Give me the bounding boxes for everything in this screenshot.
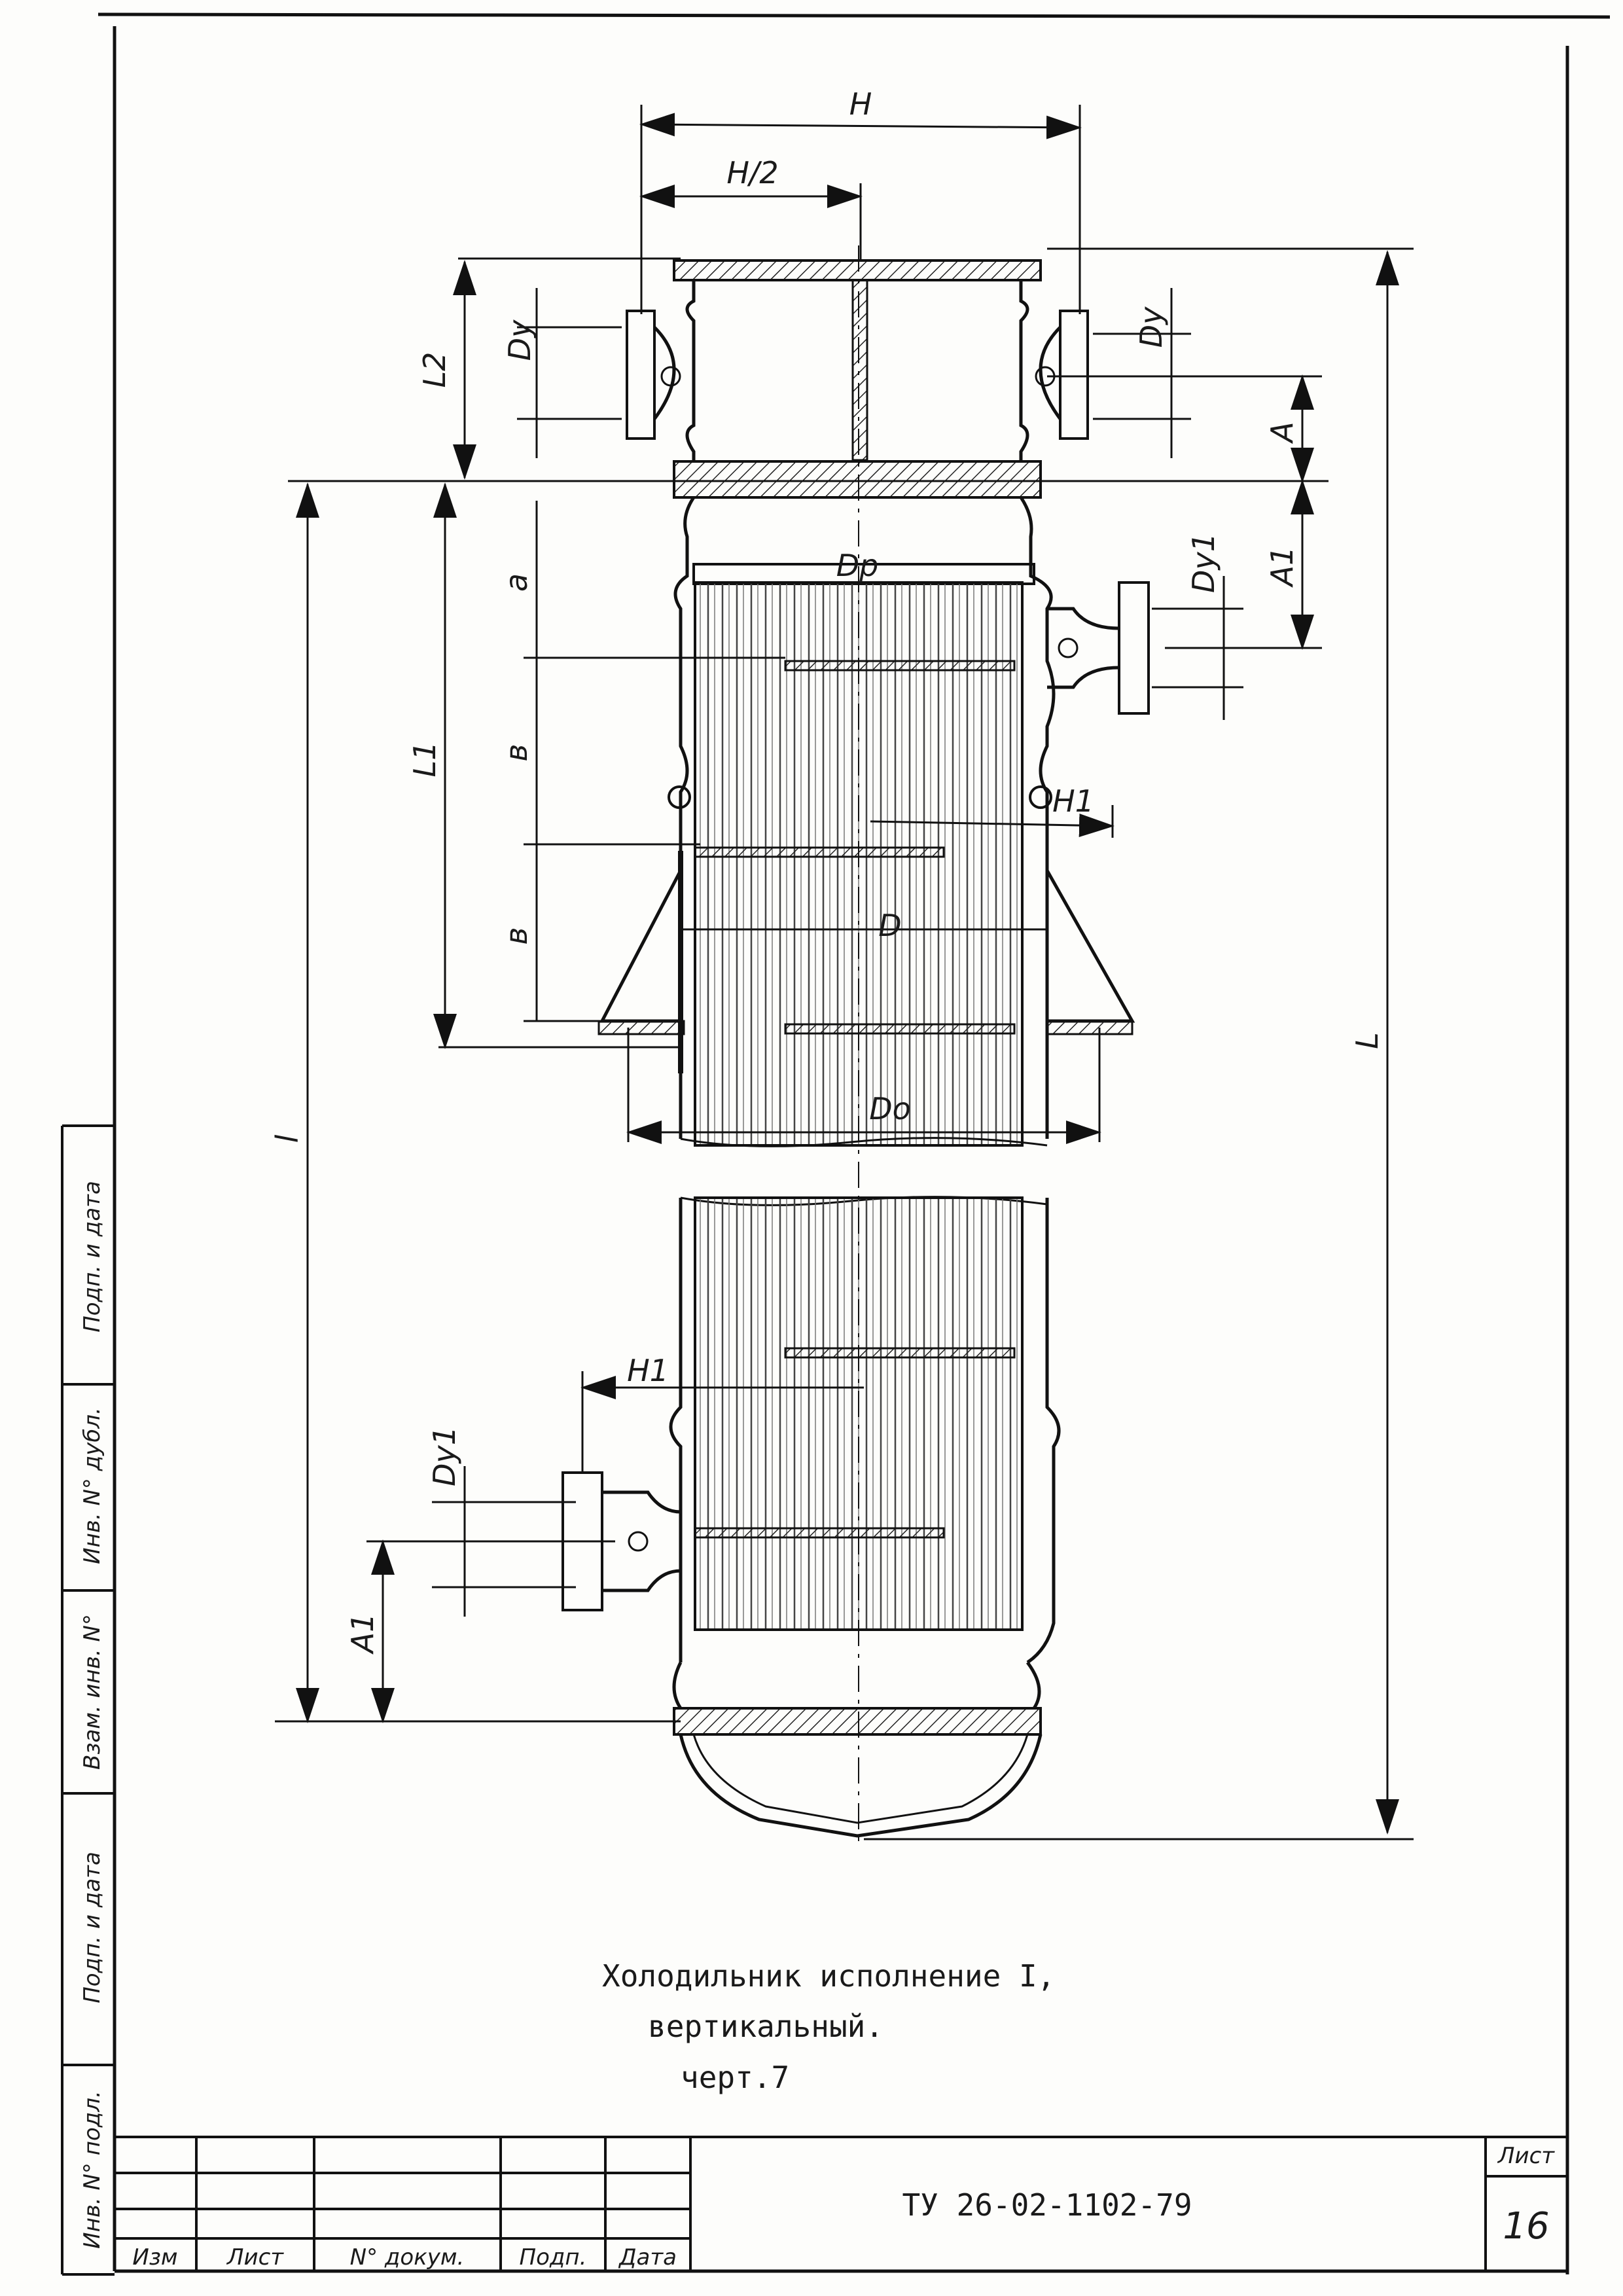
top-tube-sheet <box>673 460 1042 499</box>
dimension-lines <box>275 105 1414 1846</box>
tb-col-sign: Подп. <box>520 2244 587 2270</box>
tb-col-change: Изм <box>132 2244 177 2270</box>
caption-line3: черт.7 <box>681 2060 789 2095</box>
side-label-replace-inv: Взам. инв. N° <box>79 1614 105 1770</box>
side-label-sign-date-2: Подп. и дата <box>79 1852 105 2003</box>
side-label-dup-inv: Инв. N° дубл. <box>79 1407 105 1564</box>
dim-H1-top: H1 <box>1052 783 1094 819</box>
dim-L: L <box>1349 1032 1385 1049</box>
dim-Dy-right: Dy <box>1133 306 1169 348</box>
sheet-number: 16 <box>1503 2205 1549 2248</box>
caption-line2: вертикальный. <box>648 2009 883 2044</box>
dim-Dy1-top: Dy1 <box>1186 533 1221 593</box>
right-top-nozzle-flange <box>1059 310 1089 440</box>
dim-Dy1-bottom: Dy1 <box>427 1426 462 1486</box>
bottom-tube-sheet <box>673 1707 1042 1736</box>
dim-A1-bottom: A1 <box>345 1613 380 1655</box>
top-cover <box>673 259 1042 281</box>
dim-L2: L2 <box>417 352 452 388</box>
dim-b-mid: в <box>499 927 534 944</box>
dim-Do: Do <box>869 1091 911 1126</box>
document-number: ТУ 26-02-1102-79 <box>902 2187 1192 2223</box>
tb-col-sheet: Лист <box>226 2244 284 2270</box>
dim-A: A <box>1264 422 1300 444</box>
sheet-label: Лист <box>1497 2143 1555 2169</box>
dim-A1-top: A1 <box>1264 547 1300 588</box>
tb-col-doc: N° докум. <box>350 2244 465 2270</box>
dimension-labels: H H/2 Dy Dy L2 A A1 Dy1 Dp a в L1 H1 в D… <box>270 86 1385 1655</box>
dim-L1: L1 <box>407 742 442 778</box>
side-strip <box>61 1124 115 2276</box>
left-top-nozzle-flange <box>626 310 656 440</box>
dim-D: D <box>878 908 901 943</box>
side-label-orig-inv: Инв. N° подл. <box>79 2090 105 2249</box>
tb-col-date: Дата <box>618 2244 677 2270</box>
dim-Dy-left: Dy <box>502 319 537 361</box>
caption-line1: Холодильник исполнение I, <box>602 1958 1055 1994</box>
dim-a: a <box>499 573 534 592</box>
side-label-sign-date: Подп. и дата <box>79 1181 105 1333</box>
dim-H-half: H/2 <box>726 155 778 190</box>
sheet-frame <box>98 12 1611 2274</box>
dim-l: l <box>270 1134 305 1143</box>
dim-H1-bottom: H1 <box>627 1353 669 1388</box>
dim-Dp: Dp <box>836 548 879 583</box>
dim-H: H <box>849 86 872 122</box>
dim-b-top: в <box>499 744 534 761</box>
title-block <box>115 2136 1567 2271</box>
